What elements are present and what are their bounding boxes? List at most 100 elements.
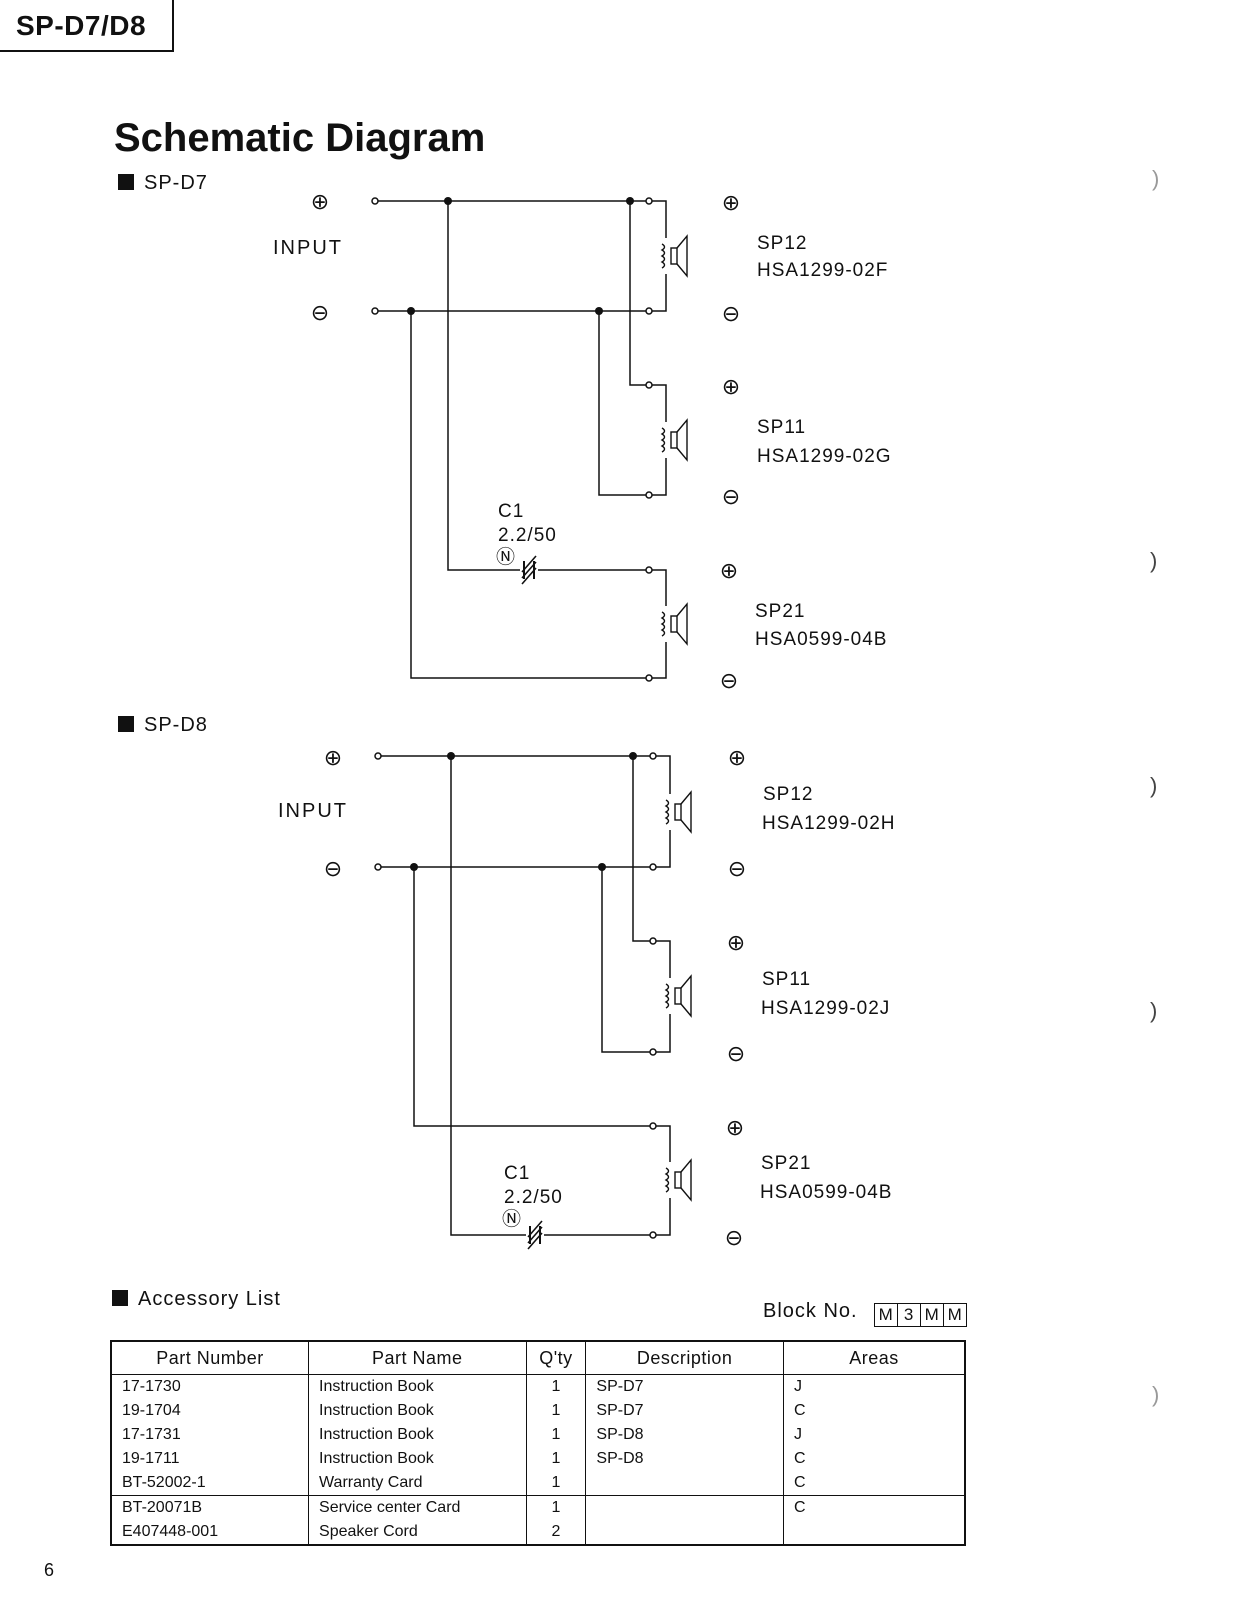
part-number: E407448-001 bbox=[110, 1520, 310, 1545]
speaker-symbol-sp11 bbox=[665, 975, 692, 1017]
part-number: 19-1711 bbox=[110, 1447, 310, 1471]
model-label: SP-D7/D8 bbox=[16, 10, 147, 41]
binding-mark-icon: ) bbox=[1150, 998, 1158, 1023]
column-header: Part Name bbox=[308, 1340, 527, 1375]
speaker-symbol-sp12 bbox=[661, 235, 688, 277]
speaker-ref: SP12 bbox=[757, 233, 807, 254]
binding-mark-icon: ) bbox=[1150, 773, 1158, 798]
table-header-row: Part Number Part Name Q'ty Description A… bbox=[110, 1340, 966, 1375]
part-number: BT-20071B bbox=[110, 1495, 310, 1520]
page-number: 6 bbox=[44, 1560, 55, 1580]
section-bullet-icon bbox=[118, 174, 134, 190]
sp11-plus-sign: ⊕ bbox=[722, 374, 740, 399]
speaker-symbol-sp12 bbox=[665, 791, 692, 833]
block-number: Block No. M 3 M M bbox=[763, 1300, 968, 1327]
part-name: Instruction Book bbox=[308, 1447, 527, 1471]
input-plus-sign: ⊕ bbox=[324, 745, 342, 770]
schematic-sp-d7 bbox=[371, 197, 667, 682]
nonpolar-mark-icon: Ⓝ bbox=[502, 1208, 521, 1230]
binding-mark-icon: ) bbox=[1152, 166, 1160, 191]
block-number-boxes: M 3 M M bbox=[874, 1303, 968, 1327]
part-name: Service center Card bbox=[308, 1495, 527, 1520]
table-row: 17-1730 Instruction Book 1 SP-D7 J bbox=[110, 1374, 966, 1399]
section-title-sp-d8: SP-D8 bbox=[144, 714, 208, 736]
speaker-part: HSA1299-02G bbox=[757, 446, 892, 467]
speaker-symbol-sp21 bbox=[661, 603, 688, 645]
sp11-minus-sign: ⊖ bbox=[722, 484, 740, 509]
sp21-minus-sign: ⊖ bbox=[720, 668, 738, 693]
table-row: E407448-001 Speaker Cord 2 bbox=[110, 1520, 966, 1545]
areas: C bbox=[782, 1471, 966, 1496]
junction-dots-sp-d7 bbox=[407, 197, 634, 315]
sp12-plus-sign: ⊕ bbox=[728, 745, 746, 770]
binding-mark-icon: ) bbox=[1150, 548, 1158, 573]
description bbox=[585, 1471, 784, 1496]
description: SP-D8 bbox=[585, 1447, 784, 1471]
capacitor-ref: C1 bbox=[498, 501, 524, 522]
table-row: BT-52002-1 Warranty Card 1 C bbox=[110, 1471, 966, 1496]
sp12-plus-sign: ⊕ bbox=[722, 190, 740, 215]
speaker-part: HSA0599-04B bbox=[755, 629, 887, 650]
speaker-part: HSA1299-02H bbox=[762, 813, 896, 834]
accessory-table: Part Number Part Name Q'ty Description A… bbox=[110, 1340, 966, 1546]
sp12-minus-sign: ⊖ bbox=[728, 856, 746, 881]
description: SP-D7 bbox=[585, 1374, 784, 1399]
quantity: 1 bbox=[525, 1374, 587, 1399]
part-name: Instruction Book bbox=[308, 1374, 527, 1399]
part-number: 19-1704 bbox=[110, 1399, 310, 1423]
quantity: 1 bbox=[525, 1399, 587, 1423]
page-header: SP-D7/D8 bbox=[0, 0, 174, 52]
capacitor-symbol-c1 bbox=[521, 555, 537, 585]
part-name: Speaker Cord bbox=[308, 1520, 527, 1545]
column-header: Part Number bbox=[110, 1340, 310, 1375]
input-label: INPUT bbox=[273, 237, 343, 259]
quantity: 1 bbox=[525, 1471, 587, 1496]
page-title: Schematic Diagram bbox=[114, 116, 486, 160]
speaker-part: HSA1299-02F bbox=[757, 260, 888, 281]
column-header: Description bbox=[585, 1340, 784, 1375]
capacitor-value: 2.2/50 bbox=[498, 525, 557, 546]
part-number: BT-52002-1 bbox=[110, 1471, 310, 1496]
description bbox=[585, 1520, 784, 1545]
sp21-plus-sign: ⊕ bbox=[726, 1115, 744, 1140]
speaker-ref: SP12 bbox=[763, 784, 813, 805]
areas: J bbox=[782, 1374, 966, 1399]
speaker-ref: SP11 bbox=[757, 417, 806, 438]
areas: C bbox=[782, 1447, 966, 1471]
input-minus-sign: ⊖ bbox=[311, 300, 329, 325]
schematic-sp-d8 bbox=[374, 752, 671, 1239]
table-row: 19-1704 Instruction Book 1 SP-D7 C bbox=[110, 1399, 966, 1423]
section-sp-d8: SP-D8 bbox=[118, 714, 208, 737]
speaker-symbol-sp21 bbox=[665, 1159, 692, 1201]
part-name: Instruction Book bbox=[308, 1399, 527, 1423]
speaker-symbol-sp11 bbox=[661, 419, 688, 461]
schematic-diagrams: ⊕ ⊖ INPUT ⊕ ⊖ ⊕ ⊖ ⊕ ⊖ SP12 HSA1299-02F S… bbox=[273, 189, 896, 1250]
areas: C bbox=[782, 1495, 966, 1520]
part-name: Instruction Book bbox=[308, 1423, 527, 1447]
block-number-char: 3 bbox=[898, 1304, 922, 1326]
junction-dots-sp-d8 bbox=[410, 752, 637, 871]
block-number-char: M bbox=[875, 1304, 899, 1326]
description bbox=[585, 1495, 784, 1520]
section-sp-d7: SP-D7 bbox=[118, 172, 208, 195]
speaker-ref: SP21 bbox=[761, 1153, 811, 1174]
sp21-plus-sign: ⊕ bbox=[720, 558, 738, 583]
sp12-minus-sign: ⊖ bbox=[722, 301, 740, 326]
section-bullet-icon bbox=[112, 1290, 128, 1306]
block-number-char: M bbox=[947, 1305, 963, 1324]
table-row: 19-1711 Instruction Book 1 SP-D8 C bbox=[110, 1447, 966, 1471]
table-row: BT-20071B Service center Card 1 C bbox=[110, 1495, 966, 1520]
capacitor-symbol-c1 bbox=[527, 1220, 543, 1250]
speaker-part: HSA1299-02J bbox=[761, 998, 890, 1019]
accessory-list-title: Accessory List bbox=[138, 1288, 281, 1310]
sp11-plus-sign: ⊕ bbox=[727, 930, 745, 955]
section-bullet-icon bbox=[118, 716, 134, 732]
quantity: 2 bbox=[525, 1520, 587, 1545]
binding-mark-icon: ) bbox=[1152, 1382, 1160, 1407]
block-number-label: Block No. bbox=[763, 1300, 858, 1322]
table-row: 17-1731 Instruction Book 1 SP-D8 J bbox=[110, 1423, 966, 1447]
speaker-part: HSA0599-04B bbox=[760, 1182, 892, 1203]
areas: C bbox=[782, 1399, 966, 1423]
description: SP-D8 bbox=[585, 1423, 784, 1447]
nonpolar-mark-icon: Ⓝ bbox=[496, 546, 515, 568]
